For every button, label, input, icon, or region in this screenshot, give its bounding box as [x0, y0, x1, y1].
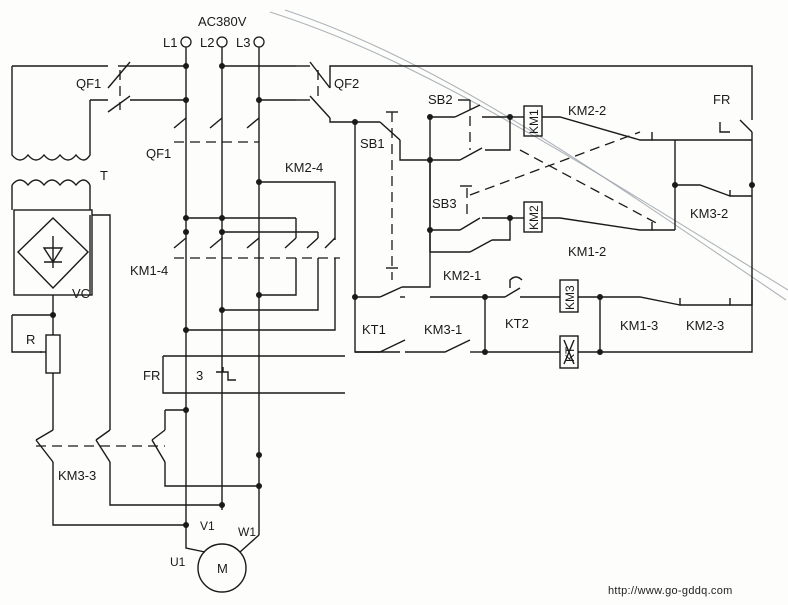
label-w1: W1 [238, 525, 256, 539]
supply-terminals [180, 36, 265, 48]
label-km3-1: KM3-1 [424, 322, 462, 337]
label-sb3: SB3 [432, 196, 457, 211]
label-motor: M [217, 561, 228, 576]
label-km2-coil: KM2 [527, 205, 541, 230]
label-supply: AC380V [198, 14, 247, 29]
label-kt-coil: KT [563, 346, 577, 362]
label-qf1-main: QF1 [146, 146, 171, 161]
label-sb2: SB2 [428, 92, 453, 107]
label-km1-4: KM1-4 [130, 263, 168, 278]
label-km3-2: KM3-2 [690, 206, 728, 221]
label-kt2: KT2 [505, 316, 529, 331]
control-wiring [296, 61, 755, 369]
label-km2-2: KM2-2 [568, 103, 606, 118]
label-km2-1: KM2-1 [443, 268, 481, 283]
diagram-labels: AC380V L1 L2 L3 QF1 QF2 QF1 T VC R KM2-4… [26, 14, 733, 597]
label-rectifier: VC [72, 286, 90, 301]
label-km3-3: KM3-3 [58, 468, 96, 483]
label-km2-4: KM2-4 [285, 160, 323, 175]
label-kt1: KT1 [362, 322, 386, 337]
label-l2: L2 [200, 35, 214, 50]
label-fr-ctrl: FR [713, 92, 730, 107]
label-km1-2: KM1-2 [568, 244, 606, 259]
label-l3: L3 [236, 35, 250, 50]
label-km1-3: KM1-3 [620, 318, 658, 333]
label-l1: L1 [163, 35, 177, 50]
label-resistor: R [26, 332, 35, 347]
label-u1: U1 [170, 555, 186, 569]
label-km1-coil: KM1 [527, 109, 541, 134]
label-sb1: SB1 [360, 136, 385, 151]
watermark-url: http://www.go-gddq.com [608, 585, 733, 597]
label-v1: V1 [200, 519, 215, 533]
label-qf2: QF2 [334, 76, 359, 91]
label-fr-main: FR [143, 368, 160, 383]
label-fr-num: 3 [196, 368, 203, 383]
label-km2-3: KM2-3 [686, 318, 724, 333]
scan-scratches [269, 9, 788, 301]
power-wiring [11, 47, 345, 593]
label-km3-coil: KM3 [563, 285, 577, 310]
label-transformer: T [100, 168, 108, 183]
label-qf1-top: QF1 [76, 76, 101, 91]
